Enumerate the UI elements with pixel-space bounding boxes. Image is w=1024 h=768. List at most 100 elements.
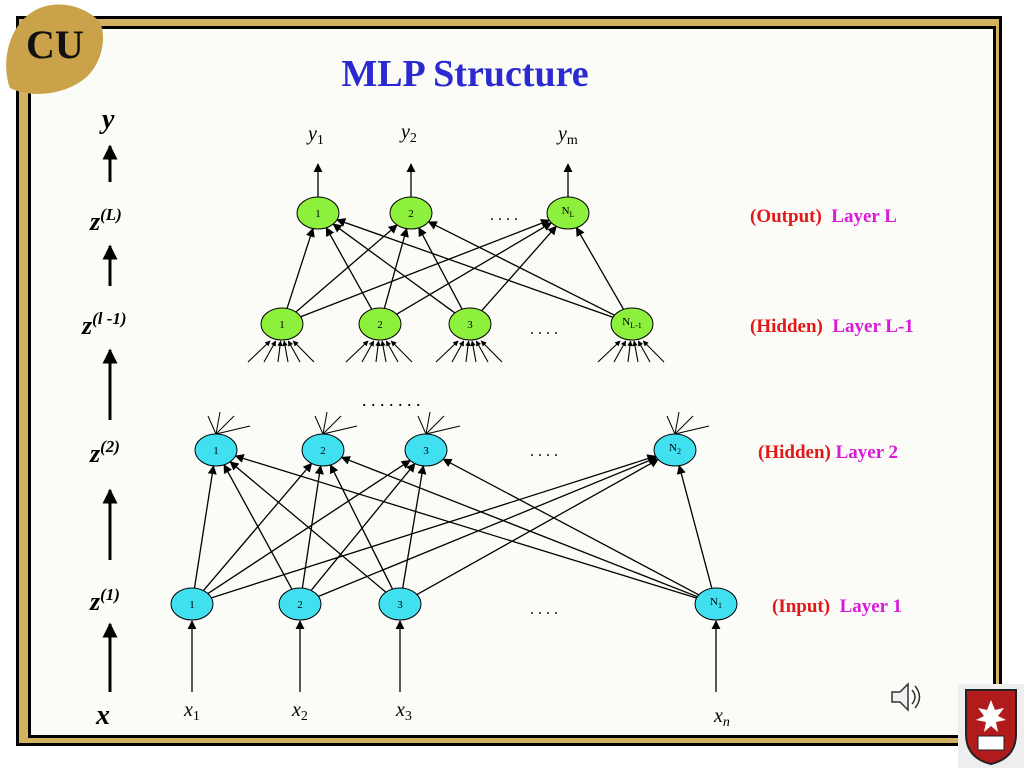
layer-label-hidden-2: (Hidden) Layer 2 xyxy=(758,442,898,464)
incoming-arrow xyxy=(277,340,283,363)
incoming-arrow xyxy=(637,340,651,363)
layer-name: Layer 2 xyxy=(835,442,899,463)
incoming-arrow xyxy=(475,340,489,363)
connection-edge xyxy=(286,227,315,309)
incoming-arrow xyxy=(435,340,459,363)
neuron-shape xyxy=(260,307,304,341)
neuron-label: 2 xyxy=(320,445,326,457)
neuron-node: 2 xyxy=(278,587,322,621)
outgoing-line xyxy=(425,415,445,435)
neuron-shape xyxy=(448,307,492,341)
neuron-label: N1 xyxy=(710,596,722,610)
neuron-node: 3 xyxy=(404,433,448,467)
incoming-arrow xyxy=(632,340,639,363)
outgoing-line xyxy=(322,411,328,435)
output-label: ym xyxy=(556,123,578,148)
neuron-shape xyxy=(378,587,422,621)
neuron-node: N2 xyxy=(653,433,697,467)
neuron-label: 1 xyxy=(315,208,321,220)
neuron-shape xyxy=(610,307,654,341)
connection-edge xyxy=(575,226,625,310)
incoming-arrow xyxy=(282,340,289,363)
axis-z-base: z xyxy=(81,311,93,340)
axis-z2-label: z(2) xyxy=(89,437,120,468)
neuron-label: NL-1 xyxy=(622,316,642,330)
connection-edge xyxy=(229,461,387,593)
input-label: x2 xyxy=(291,699,308,724)
outgoing-line xyxy=(207,415,217,435)
university-shield-logo xyxy=(958,684,1024,768)
neuron-shape xyxy=(404,433,448,467)
ellipsis: . . . . xyxy=(530,443,558,460)
ellipsis-layers: . . . . . . . xyxy=(362,390,421,410)
neuron-node: NL xyxy=(546,196,590,230)
incoming-arrow xyxy=(263,340,277,363)
neuron-label: 3 xyxy=(397,599,403,611)
layer-role: (Input) xyxy=(772,596,831,617)
neuron-node: 1 xyxy=(170,587,214,621)
layer-name: Layer L-1 xyxy=(832,316,914,337)
axis-zL-label: z(L) xyxy=(89,205,122,236)
connection-edge xyxy=(223,463,293,590)
outgoing-line xyxy=(674,425,710,435)
outgoing-line xyxy=(215,425,251,435)
input-label: xn xyxy=(713,705,730,730)
left-axis: y z(L) z(l -1) z(2) z(1) x xyxy=(81,104,127,731)
outgoing-line xyxy=(425,425,461,435)
axis-z-sup: (2) xyxy=(100,437,120,456)
speaker-icon[interactable] xyxy=(888,678,928,718)
neuron-shape xyxy=(170,587,214,621)
page-title: MLP Structure xyxy=(341,53,589,95)
layer-label-input: (Input) Layer 1 xyxy=(772,596,902,618)
layer-name: Layer L xyxy=(831,206,897,227)
connection-edge xyxy=(481,225,557,312)
outgoing-line xyxy=(322,425,358,435)
layer-role: (Output) xyxy=(750,206,822,227)
connection-edge xyxy=(340,456,698,598)
outgoing-line xyxy=(674,415,694,435)
input-label: x1 xyxy=(183,699,200,724)
layer-label-output: (Output) Layer L xyxy=(750,206,897,228)
neuron-label: 1 xyxy=(189,599,195,611)
neuron-node: 2 xyxy=(389,196,433,230)
neuron-shape xyxy=(358,307,402,341)
incoming-arrow xyxy=(470,340,477,363)
incoming-arrow xyxy=(480,340,503,363)
incoming-arrow xyxy=(465,340,471,363)
outgoing-line xyxy=(314,415,324,435)
connection-edge xyxy=(442,458,700,596)
cu-logo: CU xyxy=(6,4,104,94)
connection-edge xyxy=(295,224,398,313)
neuron-shape xyxy=(546,196,590,230)
neuron-label: 3 xyxy=(423,445,429,457)
axis-z-sup: (l -1) xyxy=(92,309,126,328)
neuron-label: NL xyxy=(562,205,575,219)
ellipsis: . . . . xyxy=(490,207,518,224)
incoming-arrow xyxy=(292,340,315,363)
neuron-shape xyxy=(296,196,340,230)
connection-edge xyxy=(332,223,456,314)
outgoing-line xyxy=(417,415,427,435)
connection-edge xyxy=(193,464,217,589)
connection-edge xyxy=(301,464,324,589)
ellipses: . . . .. . . .. . . .. . . .. . . . . . … xyxy=(362,207,558,618)
incoming-arrow xyxy=(287,340,301,363)
incoming-arrow xyxy=(390,340,413,363)
connection-edge xyxy=(416,458,659,596)
incoming-arrow xyxy=(380,340,387,363)
connection-edge xyxy=(427,221,615,316)
neuron-node: 1 xyxy=(296,196,340,230)
neuron-node: N1 xyxy=(694,587,738,621)
neuron-shape xyxy=(389,196,433,230)
incoming-arrow xyxy=(375,340,381,363)
neuron-shape xyxy=(301,433,345,467)
ellipsis: . . . . xyxy=(530,321,558,338)
neuron-node: 3 xyxy=(378,587,422,621)
axis-x-label: x xyxy=(95,700,110,731)
incoming-arrow xyxy=(597,340,621,363)
layer-role: (Hidden) xyxy=(750,316,823,337)
connection-edge xyxy=(402,464,427,589)
axis-z-base: z xyxy=(89,207,101,236)
neuron-shape xyxy=(653,433,697,467)
